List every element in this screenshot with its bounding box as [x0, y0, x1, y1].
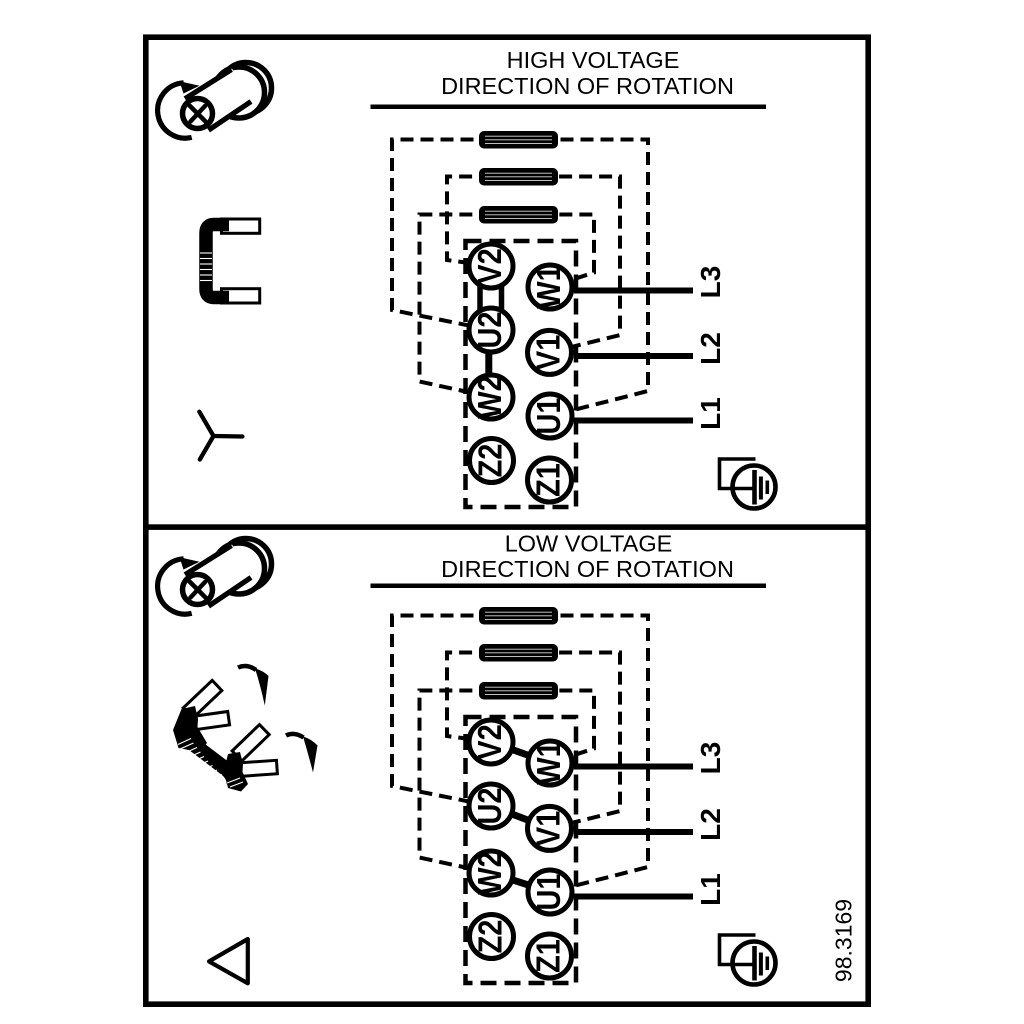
svg-text:DIRECTION OF ROTATION: DIRECTION OF ROTATION: [441, 556, 734, 582]
svg-text:L3: L3: [695, 742, 726, 775]
svg-text:W2: W2: [471, 851, 508, 894]
svg-text:W2: W2: [471, 375, 508, 418]
svg-text:U2: U2: [471, 787, 508, 824]
svg-text:LOW VOLTAGE: LOW VOLTAGE: [505, 531, 673, 557]
svg-text:U2: U2: [471, 311, 508, 348]
svg-text:V2: V2: [471, 248, 508, 283]
svg-text:U1: U1: [530, 397, 567, 434]
svg-text:W1: W1: [530, 741, 567, 784]
svg-text:Z1: Z1: [529, 463, 566, 497]
svg-text:V1: V1: [529, 811, 566, 846]
svg-text:Z1: Z1: [529, 939, 566, 973]
svg-text:L1: L1: [695, 873, 726, 906]
svg-text:Z2: Z2: [471, 444, 508, 478]
svg-text:L1: L1: [695, 397, 726, 430]
svg-text:DIRECTION OF ROTATION: DIRECTION OF ROTATION: [441, 73, 734, 99]
svg-text:V1: V1: [529, 335, 566, 370]
svg-text:Z2: Z2: [471, 920, 508, 954]
svg-text:L3: L3: [695, 266, 726, 299]
svg-text:W1: W1: [530, 265, 567, 308]
svg-text:HIGH VOLTAGE: HIGH VOLTAGE: [507, 47, 680, 73]
svg-text:98.3169: 98.3169: [831, 899, 857, 982]
svg-text:V2: V2: [471, 724, 508, 759]
svg-text:L2: L2: [695, 332, 726, 365]
svg-text:L2: L2: [695, 808, 726, 841]
svg-text:U1: U1: [530, 873, 567, 910]
